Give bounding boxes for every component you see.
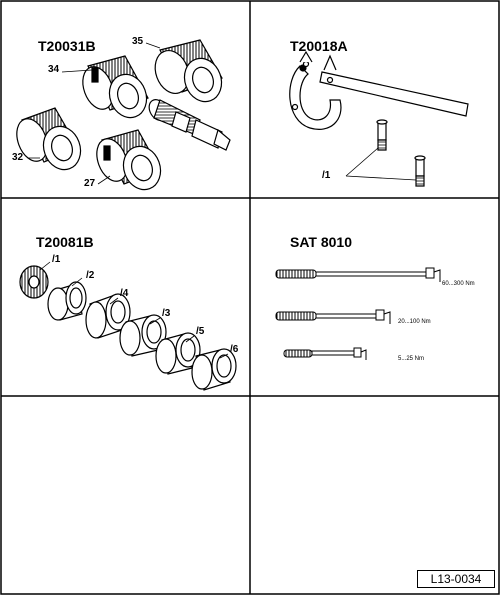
label-part-2: /2 bbox=[86, 270, 95, 281]
hook-wrench-ring bbox=[289, 65, 342, 130]
part-27-sleeve bbox=[96, 129, 162, 191]
range-label-large: 60...300 Nm bbox=[442, 281, 475, 287]
label-pin-1: /1 bbox=[322, 170, 331, 181]
panel-title-t20081b: T20081B bbox=[36, 234, 94, 250]
sat8010-illustration bbox=[275, 267, 441, 360]
panel-title-sat8010: SAT 8010 bbox=[290, 234, 352, 250]
label-27: 27 bbox=[84, 178, 96, 189]
figure-reference-label: L13-0034 bbox=[417, 570, 495, 588]
label-part-5: /5 bbox=[196, 326, 205, 337]
range-label-medium: 20...100 Nm bbox=[398, 319, 431, 325]
label-34: 34 bbox=[48, 64, 60, 75]
torque-wrench-medium bbox=[275, 309, 391, 324]
part-4-sleeve bbox=[85, 293, 131, 339]
part-32-sleeve bbox=[16, 107, 82, 171]
torque-wrench-large bbox=[275, 267, 441, 282]
part-35-sleeve bbox=[154, 39, 223, 103]
part-3-sleeve bbox=[119, 314, 167, 357]
t20018a-illustration bbox=[289, 50, 469, 187]
label-35: 35 bbox=[132, 36, 144, 47]
label-part-1: /1 bbox=[52, 254, 61, 265]
bolt-with-spring bbox=[148, 99, 231, 151]
part-34-sleeve bbox=[82, 55, 149, 119]
panel-title-t20018a: T20018A bbox=[290, 38, 348, 54]
part-6-sleeve bbox=[191, 348, 237, 391]
range-label-small: 5...25 Nm bbox=[398, 356, 425, 362]
label-part-4: /4 bbox=[120, 288, 129, 299]
part-1-washer bbox=[19, 265, 49, 299]
pin-1 bbox=[376, 119, 388, 151]
t20031b-leaders bbox=[28, 42, 161, 185]
label-part-6: /6 bbox=[230, 344, 239, 355]
hook-wrench-handle bbox=[319, 71, 469, 117]
t20081b-illustration bbox=[19, 261, 237, 391]
torque-wrench-small bbox=[283, 347, 367, 360]
label-part-3: /3 bbox=[162, 308, 171, 319]
pin-2 bbox=[414, 155, 426, 187]
t20031b-illustration bbox=[16, 39, 231, 191]
t20081b-leaders bbox=[39, 261, 229, 359]
part-2-ring bbox=[47, 281, 87, 321]
label-32: 32 bbox=[12, 152, 24, 163]
panel-title-t20031b: T20031B bbox=[38, 38, 96, 54]
